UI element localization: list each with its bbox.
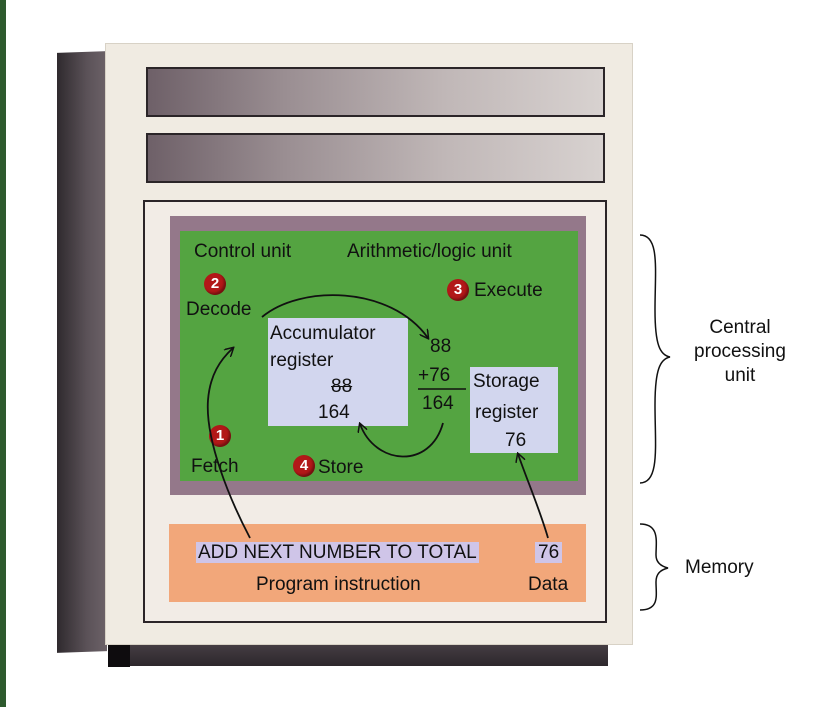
accumulator-register xyxy=(268,318,408,426)
cpu-side-label-line3: unit xyxy=(724,364,756,386)
accumulator-title: Accumulator xyxy=(270,323,376,344)
left-edge-bar xyxy=(0,0,6,707)
store-label: Store xyxy=(318,457,364,478)
cpu-brace xyxy=(639,234,671,484)
case-base xyxy=(108,645,130,667)
store-arrow xyxy=(360,423,444,458)
decode-label: Decode xyxy=(186,299,252,320)
cpu-side-label: Central processing unit xyxy=(670,316,810,387)
step-3-badge: 3 xyxy=(447,279,469,301)
fetch-arrow xyxy=(206,348,251,539)
storage-register xyxy=(470,367,558,453)
drive-bay-bottom xyxy=(146,133,605,183)
drive-bay-top xyxy=(146,67,605,117)
operand-1: 88 xyxy=(430,336,452,357)
memory-side-label: Memory xyxy=(685,557,754,578)
storage-value: 76 xyxy=(505,430,527,451)
data-arrow xyxy=(518,454,549,539)
step-2-badge: 2 xyxy=(204,273,226,295)
accumulator-subtitle: register xyxy=(270,350,334,371)
program-instruction-text: ADD NEXT NUMBER TO TOTAL xyxy=(196,542,479,563)
data-caption: Data xyxy=(528,574,569,595)
operand-2: +76 xyxy=(418,365,451,386)
cpu-side-label-line2: processing xyxy=(694,340,786,362)
accumulator-old-value: 88 xyxy=(331,376,353,397)
accumulator-new-value: 164 xyxy=(318,402,350,423)
storage-title: Storage xyxy=(473,371,540,392)
step-1-badge: 1 xyxy=(209,425,231,447)
memory-box xyxy=(169,524,586,602)
data-value: 76 xyxy=(535,542,563,563)
sum-result: 164 xyxy=(422,393,454,414)
alu-label: Arithmetic/logic unit xyxy=(347,241,512,262)
decode-arrow xyxy=(261,294,428,338)
control-unit-label: Control unit xyxy=(194,241,292,262)
step-4-badge: 4 xyxy=(293,455,315,477)
fetch-label: Fetch xyxy=(191,456,239,477)
program-instruction-caption: Program instruction xyxy=(256,574,421,595)
storage-subtitle: register xyxy=(475,402,539,423)
cpu-side-label-line1: Central xyxy=(709,317,771,338)
memory-brace xyxy=(639,523,669,611)
execute-label: Execute xyxy=(474,280,543,301)
